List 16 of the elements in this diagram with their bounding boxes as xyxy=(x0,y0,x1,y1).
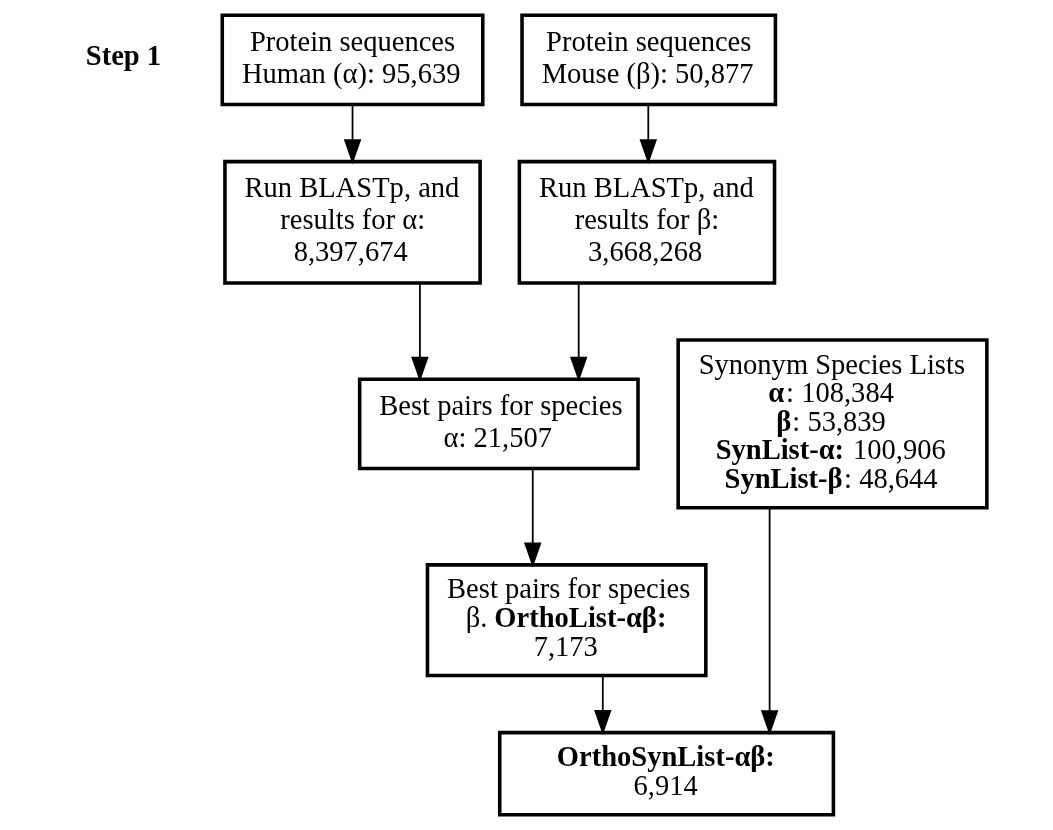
node-box: Protein sequences Human (α): 95,639 xyxy=(220,13,485,107)
node-box: Run BLASTp, and results for α: 8,397,674 xyxy=(223,159,482,285)
node-box: Best pairs for species α: 21,507 xyxy=(357,377,640,471)
arrow xyxy=(760,507,779,736)
node-box: Protein sequences Mouse (β): 50,877 xyxy=(520,13,778,107)
arrow xyxy=(524,468,542,568)
node-box: Run BLASTp, and results for β: 3,668,268 xyxy=(517,159,777,285)
label: Step 1 xyxy=(85,39,162,71)
arrow xyxy=(594,674,612,735)
node-box: Best pairs for species β. OrthoList-αβ: 7,173 xyxy=(425,563,708,678)
arrow xyxy=(411,282,429,382)
arrow xyxy=(569,282,588,382)
arrow xyxy=(343,104,362,165)
node-box: Synonym Species Lists α: 108,384 β: 53,839 SynList-α: 100,906 SynList-β: 48,644 xyxy=(676,338,989,510)
arrow xyxy=(639,104,658,165)
node-box: OrthoSynList-αβ: 6,914 xyxy=(497,730,836,817)
